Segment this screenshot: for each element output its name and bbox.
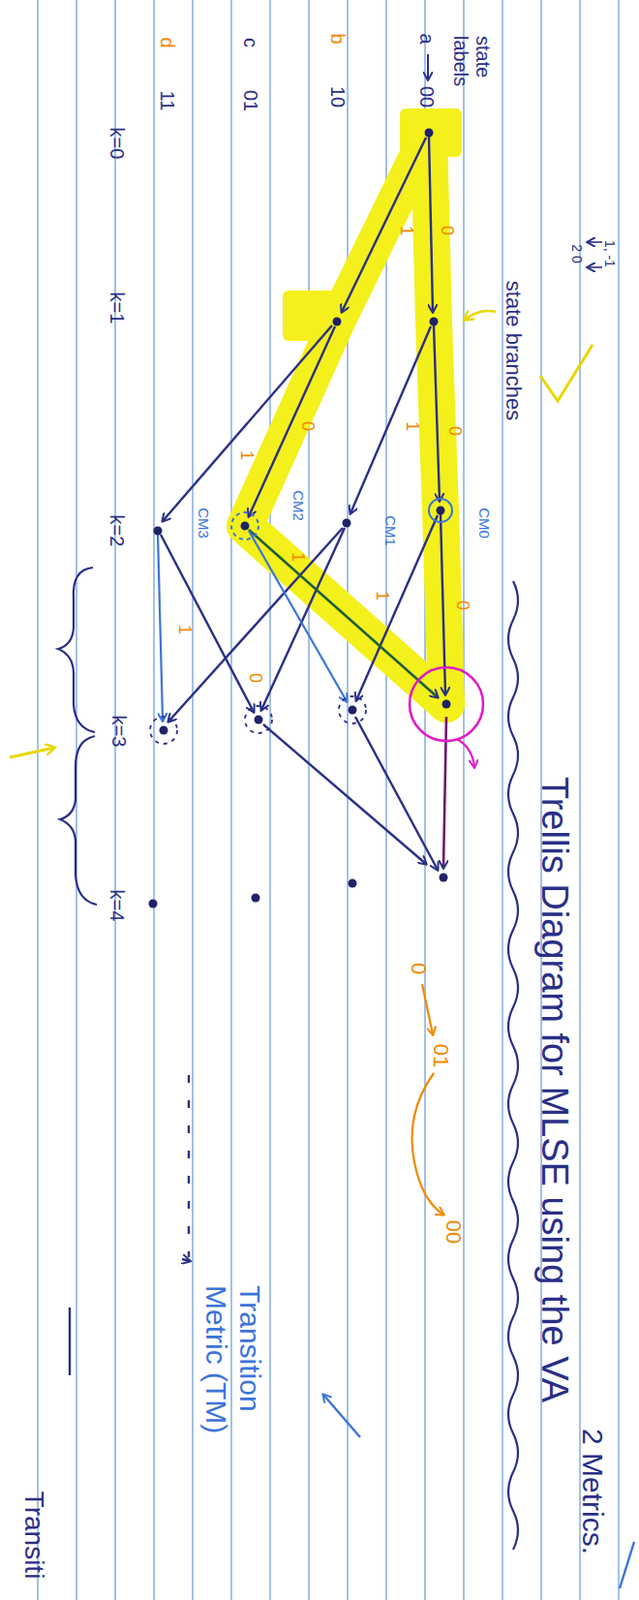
state-letter: d: [155, 36, 179, 48]
branch: [350, 326, 431, 514]
branch-bit: 1: [175, 624, 196, 635]
yellow-pointer: [9, 747, 55, 758]
diagram-title: Trellis Diagram for MLSE using the VA: [532, 776, 576, 1402]
note-label: Transiti: [18, 1491, 50, 1580]
state-dot: [429, 317, 439, 327]
metric-label: CM1: [381, 515, 398, 547]
branch-bit: 0: [453, 600, 474, 610]
state-dot: [425, 128, 434, 138]
state-ring: [244, 705, 273, 733]
note-arrow: [323, 1394, 361, 1437]
time-label: k=1: [105, 292, 128, 325]
branch: [157, 534, 163, 721]
branch-bit: 1: [372, 590, 394, 601]
state-dot: [342, 518, 352, 528]
branch: [261, 527, 345, 710]
highlight-blob: [399, 108, 462, 157]
wavy-separator: [508, 580, 518, 1550]
branch: [355, 716, 438, 870]
highlight-blob: [282, 290, 347, 341]
label-arrow: [587, 241, 603, 244]
label-arrow: [426, 54, 429, 80]
note-label: state labels: [449, 35, 494, 104]
symbol-note: 1, -1: [602, 240, 618, 268]
state-dots: [149, 128, 452, 909]
state-dot: [348, 879, 358, 888]
highlight: [244, 132, 447, 704]
branch-bit: 1: [288, 551, 309, 562]
branch: [162, 325, 333, 521]
check-mark: [540, 344, 593, 401]
time-label: k=2: [105, 515, 128, 548]
state-ring: [428, 498, 453, 522]
branch: [160, 534, 254, 712]
branch-bit: 1: [237, 450, 258, 460]
note-stroke: [68, 1307, 71, 1375]
sequence-arrow: [412, 1072, 445, 1215]
branch-bit: 0: [445, 426, 466, 436]
state-bits: 00: [415, 86, 438, 108]
state-dot: [241, 521, 250, 531]
sequence-arrow: [422, 983, 433, 1035]
state-bits: 01: [239, 90, 262, 112]
state-dot: [159, 726, 169, 735]
state-ring: [150, 716, 178, 744]
branches: [160, 136, 446, 870]
metric-label: CM2: [289, 489, 306, 521]
branch: [248, 529, 438, 698]
label-arrow: [587, 266, 603, 269]
state-bits: 10: [326, 86, 349, 108]
note-label: Transition Metric (TM): [199, 1284, 267, 1450]
sequence-bits: 00: [440, 1219, 465, 1244]
magenta-circle: [409, 667, 484, 741]
state-letter: a: [415, 32, 438, 44]
state-letter: b: [326, 32, 349, 44]
state-bits: 11: [155, 91, 179, 112]
state-dot: [153, 526, 163, 536]
highlight-path: [428, 132, 447, 704]
state-dot: [436, 506, 446, 516]
state-letter: c: [239, 37, 262, 48]
sequence-bits: 0: [405, 962, 430, 974]
branch: [443, 716, 447, 868]
note-label: 2 Metrics.: [576, 1428, 610, 1554]
time-label: k=3: [107, 715, 130, 748]
state-ring: [231, 512, 259, 540]
branch: [428, 136, 433, 312]
branch-bit: 1: [402, 421, 424, 431]
continuation: [187, 1074, 190, 1257]
state-dot: [254, 715, 264, 725]
state-dot: [333, 317, 342, 327]
branch: [433, 325, 440, 501]
branch: [263, 724, 426, 864]
state-dot: [442, 699, 452, 709]
brace: [58, 567, 95, 732]
state-dot: [149, 899, 158, 909]
continuation-head: [182, 1258, 190, 1261]
branch-bit: 0: [245, 672, 267, 683]
branch-bit: 1: [396, 225, 418, 236]
branch: [248, 326, 335, 517]
branch: [168, 527, 343, 722]
sequence-bits: 01: [427, 1043, 453, 1067]
magenta-arrow: [456, 738, 475, 767]
symbol-note: 2 0: [569, 243, 585, 263]
branch: [341, 137, 426, 312]
metric-label: CM0: [475, 507, 492, 539]
state-ring: [338, 696, 366, 724]
state-dot: [251, 893, 261, 903]
branch-bit: 0: [437, 225, 458, 236]
state-dot: [439, 873, 449, 883]
brace: [60, 735, 97, 905]
metric-label: CM3: [194, 507, 212, 539]
note-label: state branches: [500, 280, 525, 421]
highlight-path: [244, 132, 447, 704]
time-label: k=0: [105, 127, 128, 160]
state-dot: [348, 705, 358, 715]
note-stroke: [619, 1541, 635, 1588]
yellow-pointer: [464, 310, 496, 320]
branch-bit: 0: [298, 421, 319, 431]
time-label: k=4: [105, 889, 128, 922]
